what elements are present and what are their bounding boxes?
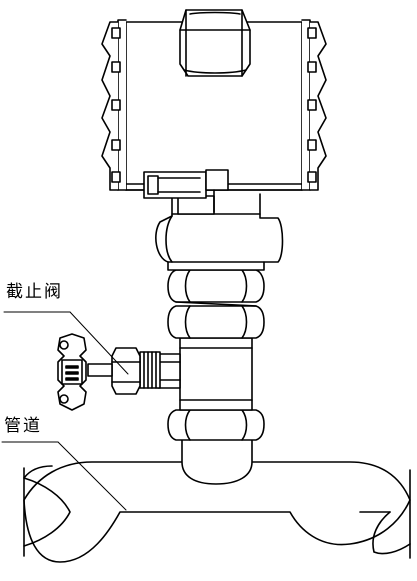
upper-hex-nut <box>168 270 264 306</box>
transmitter-neck <box>156 194 283 270</box>
stop-valve <box>58 334 180 410</box>
pipe-leader-line <box>58 442 126 510</box>
middle-hex-nut <box>168 306 264 338</box>
valve-leader-line <box>70 312 128 374</box>
tee-body <box>180 338 252 410</box>
pipe-label: 管道 <box>4 416 42 436</box>
transmitter-housing <box>102 10 326 212</box>
valve-label: 截止阀 <box>6 282 63 302</box>
pipe <box>24 462 410 562</box>
pipe-stem <box>182 438 252 484</box>
leader-lines <box>2 312 128 510</box>
lower-hex-nut <box>168 410 264 440</box>
